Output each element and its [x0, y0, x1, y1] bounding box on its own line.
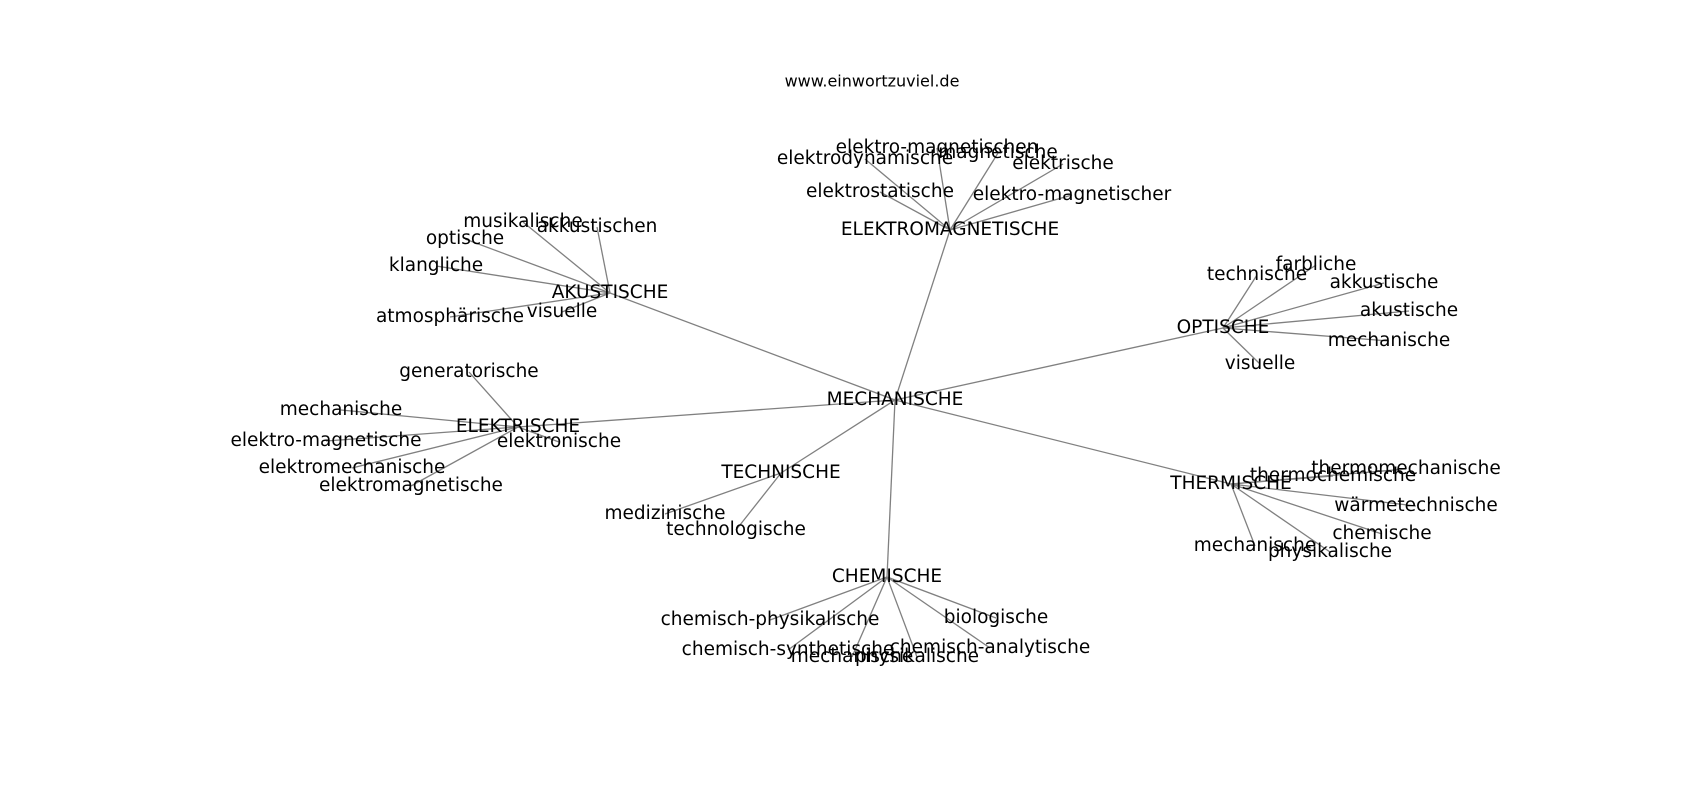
node-em-magnetische: magnetische — [938, 142, 1058, 163]
node-op-akustische: akustische — [1360, 300, 1458, 321]
node-op-farbliche: farbliche — [1276, 254, 1357, 275]
edge-akustische-ak-akkustischen — [596, 226, 611, 294]
graph-nodes: MECHANISCHE ELEKTROMAGNETISCHE elektro-mag… — [231, 137, 1501, 667]
edge-center-akustische — [609, 292, 896, 401]
edge-elektromagnetische-em-magnetische — [949, 152, 999, 231]
node-op-visuelle: visuelle — [1225, 353, 1296, 374]
edge-thermische-th-thermochemische — [1230, 475, 1334, 485]
node-ch-chemisch-physikalische: chemisch-physikalische — [661, 609, 880, 630]
node-th-mechanische: mechanische — [1194, 535, 1316, 556]
node-ch-physikalische: physikalische — [855, 646, 979, 667]
edge-chemische-ch-chemisch-physikalische — [769, 576, 888, 621]
edge-technische-te-medizinische — [664, 472, 782, 515]
node-ch-chemisch-synthetische: chemisch-synthetische — [682, 639, 895, 660]
node-el-mechanische: mechanische — [280, 399, 402, 420]
node-el-elektro-magnetische: elektro-magnetische — [231, 430, 422, 451]
edge-elektromagnetische-em-elektrostatische — [879, 191, 951, 231]
node-th-chemische: chemische — [1332, 523, 1431, 544]
node-th-thermochemische: thermochemische — [1250, 465, 1416, 486]
edge-thermische-th-chemische — [1230, 483, 1383, 535]
edge-center-thermische — [894, 399, 1232, 485]
edge-elektrische-el-elektromechanische — [351, 426, 519, 469]
graph-edges — [325, 147, 1417, 658]
edge-akustische-ak-musikalische — [522, 221, 611, 294]
edge-elektromagnetische-em-elektro-magnetischen — [936, 147, 951, 231]
edge-center-chemische — [886, 399, 896, 578]
node-ch-biologische: biologische — [944, 607, 1048, 628]
edge-chemische-ch-biologische — [886, 576, 997, 619]
edge-optische-op-akkustische — [1222, 282, 1385, 329]
node-em-elektrodynamische: elektrodynamische — [777, 148, 953, 169]
edge-chemische-ch-chemisch-synthetische — [787, 576, 888, 651]
edge-center-elektrische — [517, 399, 896, 428]
node-technische: TECHNISCHE — [720, 462, 840, 483]
edge-elektrische-el-mechanische — [340, 409, 519, 428]
node-el-elektronische: elektronische — [497, 431, 621, 452]
node-ch-mechanische: mechanische — [791, 646, 913, 667]
node-elektromagnetische: ELEKTROMAGNETISCHE — [841, 219, 1059, 240]
node-el-elektromechanische: elektromechanische — [259, 457, 446, 478]
edge-optische-op-visuelle — [1222, 327, 1261, 365]
edge-chemische-ch-chemisch-analytische — [886, 576, 991, 649]
edge-thermische-th-waermetechnische — [1230, 483, 1417, 507]
edge-thermische-th-physikalische — [1230, 483, 1331, 553]
edge-chemische-ch-physikalische — [886, 576, 918, 658]
node-akustische: AKUSTISCHE — [552, 282, 669, 303]
edge-technische-te-technologische — [735, 472, 782, 531]
node-ch-chemisch-analytische: chemisch-analytische — [890, 637, 1090, 658]
edge-elektrische-el-elektromagnetische — [410, 426, 519, 487]
edge-elektromagnetische-em-elektro-magnetischer — [949, 194, 1073, 231]
node-em-elektrostatische: elektrostatische — [806, 181, 954, 202]
node-ak-optische: optische — [426, 228, 504, 249]
edge-optische-op-technische — [1222, 274, 1258, 329]
edge-akustische-ak-klangliche — [435, 265, 611, 294]
node-em-elektro-magnetischer: elektro-magnetischer — [973, 184, 1172, 205]
node-el-generatorische: generatorische — [399, 361, 538, 382]
node-th-waermetechnische: wärmetechnische — [1334, 495, 1497, 516]
edge-chemische-ch-mechanische — [851, 576, 888, 658]
edge-elektrische-el-elektronische — [517, 426, 560, 443]
node-op-technische: technische — [1207, 264, 1307, 285]
node-op-mechanische: mechanische — [1328, 330, 1450, 351]
edge-thermische-th-mechanische — [1230, 483, 1256, 547]
edge-elektrische-el-elektro-magnetische — [325, 426, 519, 442]
edge-elektromagnetische-em-elektrische — [949, 163, 1064, 231]
edge-optische-op-akustische — [1222, 310, 1410, 329]
node-th-thermomechanische: thermomechanische — [1311, 458, 1500, 479]
node-ak-akkustischen: akkustischen — [537, 216, 658, 237]
node-ak-musikalische: musikalische — [463, 211, 582, 232]
edge-elektromagnetische-em-elektrodynamische — [864, 158, 951, 231]
node-te-medizinische: medizinische — [605, 503, 726, 524]
edge-akustische-ak-visuelle — [561, 292, 611, 313]
edge-center-optische — [894, 327, 1224, 401]
edge-optische-op-farbliche — [1222, 264, 1317, 329]
node-thermische: THERMISCHE — [1169, 473, 1291, 494]
source-label: www.einwortzuviel.de — [785, 72, 960, 91]
node-em-elektro-magnetischen: elektro-magnetischen — [836, 137, 1039, 158]
node-optische: OPTISCHE — [1177, 317, 1270, 338]
node-th-physikalische: physikalische — [1268, 541, 1392, 562]
edge-optische-op-mechanische — [1222, 327, 1390, 342]
edge-akustische-ak-atmosphaerische — [449, 292, 611, 318]
node-elektrische: ELEKTRISCHE — [456, 416, 580, 437]
edge-center-elektromagnetische — [894, 229, 951, 401]
node-el-elektromagnetische: elektromagnetische — [319, 475, 503, 496]
node-chemische: CHEMISCHE — [832, 566, 942, 587]
node-op-akkustische: akkustische — [1330, 272, 1439, 293]
node-center: MECHANISCHE — [827, 389, 964, 410]
node-em-elektrische: elektrische — [1012, 153, 1114, 174]
edge-elektrische-el-generatorische — [468, 371, 519, 428]
node-te-technologische: technologische — [666, 519, 806, 540]
node-ak-klangliche: klangliche — [389, 255, 483, 276]
node-ak-visuelle: visuelle — [527, 301, 598, 322]
edge-center-technische — [780, 399, 896, 474]
edge-akustische-ak-optische — [464, 238, 611, 294]
node-ak-atmosphaerische: atmosphärische — [376, 306, 524, 327]
